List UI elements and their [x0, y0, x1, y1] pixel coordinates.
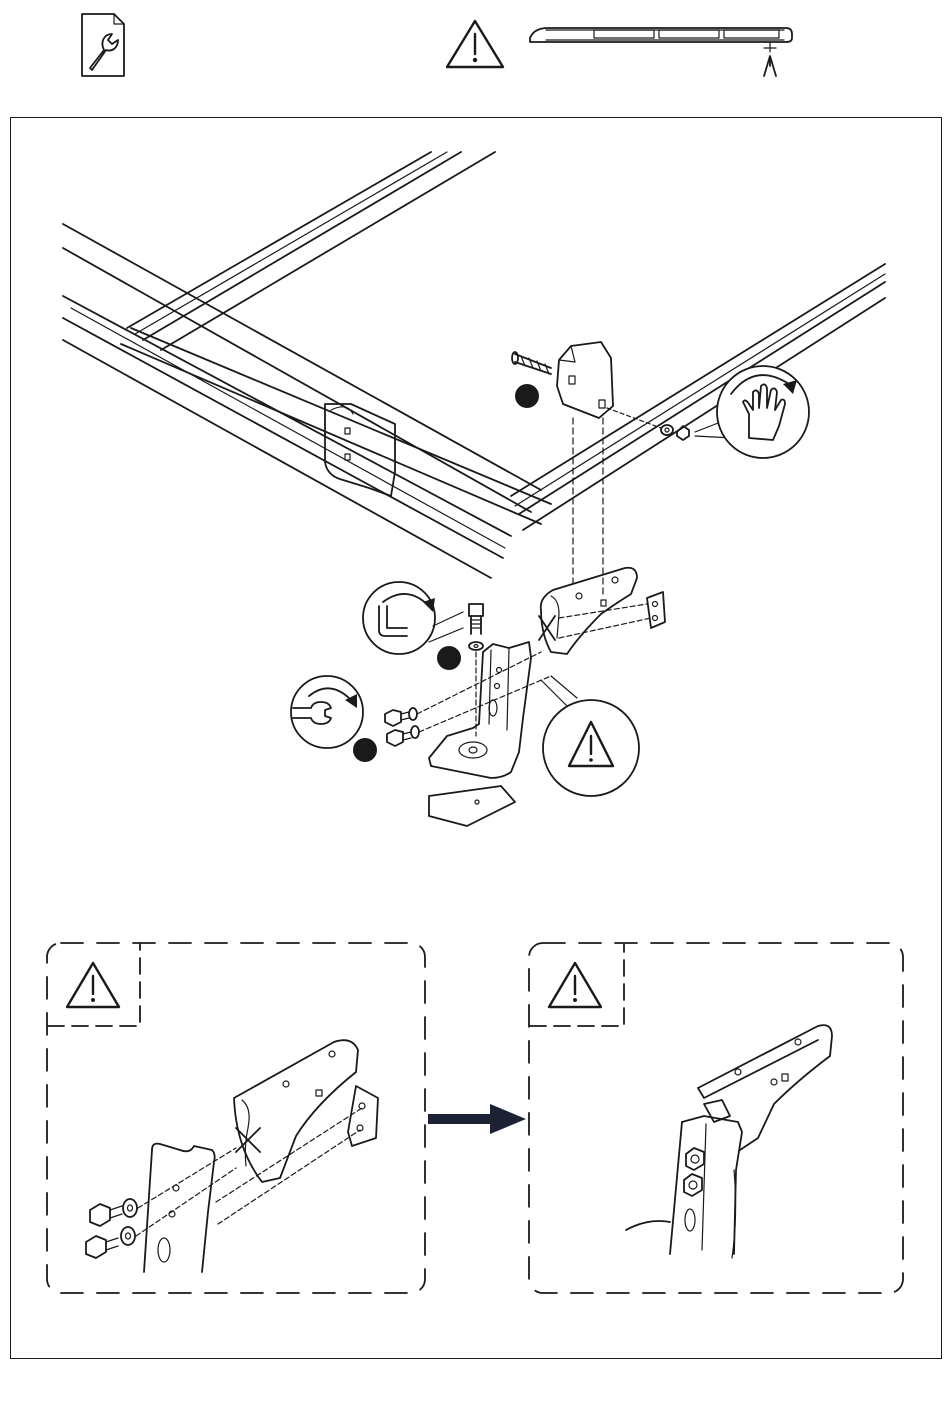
hand-tighten-callout — [717, 366, 809, 458]
step-marker — [437, 646, 461, 670]
step-marker — [353, 738, 377, 762]
roof-rail-assembly — [63, 152, 885, 578]
incorrect-bracket-illustration — [76, 1038, 396, 1278]
roof-rail-position-icon — [524, 20, 794, 84]
wrench-callout — [291, 676, 377, 762]
warning-callout — [543, 700, 639, 796]
service-manual-icon — [78, 12, 128, 78]
detail-panel-incorrect — [46, 942, 426, 1294]
step-marker — [515, 384, 539, 408]
direction-arrow — [428, 1102, 528, 1136]
correct-bracket-illustration — [618, 1020, 848, 1260]
warning-triangle-icon — [546, 960, 604, 1010]
detail-panel-correct — [528, 942, 904, 1294]
warning-triangle-icon — [64, 960, 122, 1010]
hex-key-callout — [363, 582, 463, 654]
clamp-block-assembly — [512, 342, 613, 418]
foot-bracket-assembly — [539, 568, 665, 654]
cap-screw-and-washer — [437, 604, 483, 736]
warning-triangle-icon — [444, 18, 506, 70]
